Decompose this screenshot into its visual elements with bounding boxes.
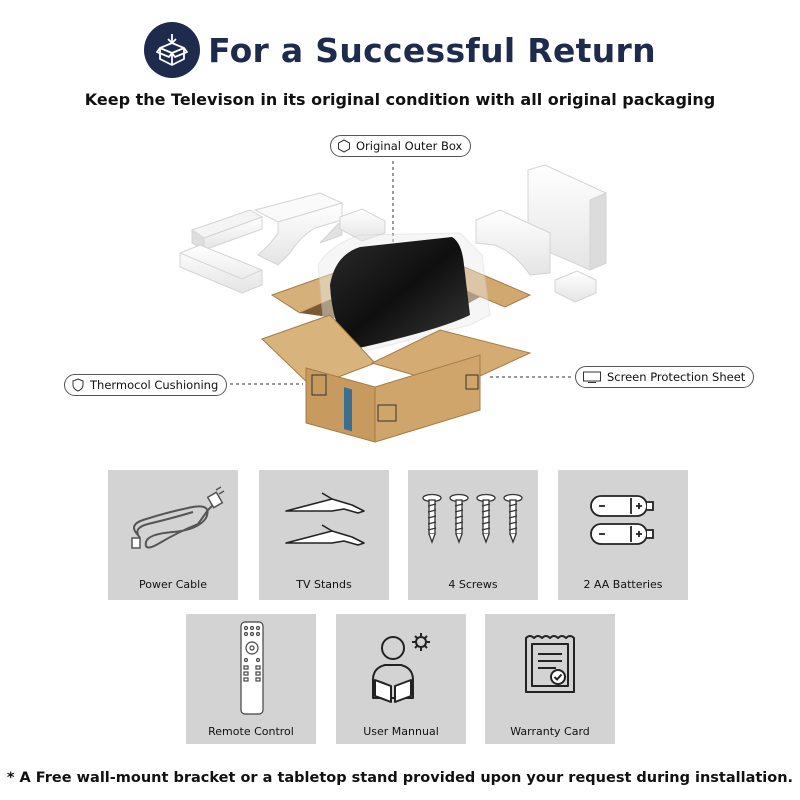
screen-icon	[583, 371, 601, 383]
user-manual-icon	[372, 633, 430, 703]
accessory-tile-batteries: 2 AA Batteries	[558, 470, 688, 600]
callout-label: Thermocol Cushioning	[90, 378, 219, 392]
warranty-card-icon	[525, 635, 575, 693]
accessory-label: TV Stands	[296, 578, 352, 591]
page-title: For a Successful Return	[208, 30, 656, 70]
return-box-icon	[144, 22, 201, 78]
remote-control-icon	[240, 621, 264, 715]
page-subtitle: Keep the Televison in its original condi…	[84, 90, 716, 109]
accessory-tile-warranty-card: Warranty Card	[485, 614, 615, 744]
accessory-tile-tv-stands: TV Stands	[259, 470, 389, 600]
accessory-label: Warranty Card	[510, 725, 590, 738]
callout-label: Original Outer Box	[356, 139, 463, 153]
callout-label: Screen Protection Sheet	[607, 370, 746, 384]
accessory-tile-power-cable: Power Cable	[108, 470, 238, 600]
tv-stands-icon	[285, 492, 365, 546]
box-outline-icon	[338, 139, 350, 153]
accessory-label: 4 Screws	[448, 578, 498, 591]
accessory-label: Power Cable	[139, 578, 207, 591]
batteries-icon	[590, 495, 654, 545]
power-cable-icon	[131, 486, 225, 549]
title-row: For a Successful Return	[0, 20, 800, 80]
screws-icon	[422, 493, 523, 544]
packaging-scene	[179, 161, 607, 443]
packaging-illustration: Original Outer Box Thermocol Cushioning …	[0, 125, 800, 455]
accessory-tile-remote-control: Remote Control	[186, 614, 316, 744]
accessory-label: 2 AA Batteries	[583, 578, 663, 591]
callout-original-outer-box: Original Outer Box	[330, 135, 472, 157]
accessory-tile-user-manual: User Mannual	[336, 614, 466, 744]
accessory-tile-screws: 4 Screws	[408, 470, 538, 600]
accessory-label: User Mannual	[363, 725, 439, 738]
foam-pieces-right	[475, 164, 607, 303]
footnote: * A Free wall-mount bracket or a tableto…	[6, 770, 794, 786]
foam-pieces-left	[179, 192, 386, 294]
callout-screen-protection-sheet: Screen Protection Sheet	[575, 366, 755, 388]
accessory-label: Remote Control	[208, 725, 294, 738]
callout-thermocol-cushioning: Thermocol Cushioning	[64, 374, 228, 396]
television	[317, 232, 491, 356]
shield-icon	[72, 378, 84, 392]
